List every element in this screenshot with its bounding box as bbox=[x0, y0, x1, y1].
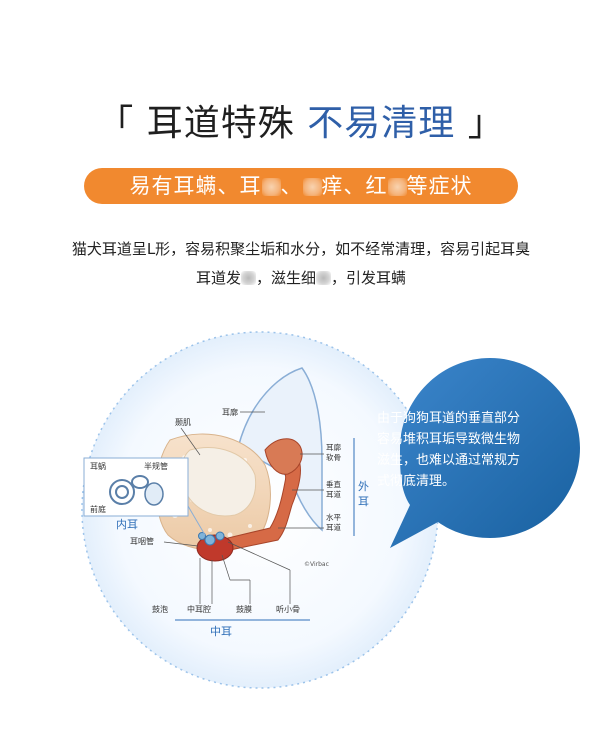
label-tympanic-cavity: 中耳腔 bbox=[187, 604, 211, 614]
label-ossicles: 听小骨 bbox=[276, 605, 300, 614]
censor-blur bbox=[316, 271, 331, 285]
label-eustachian: 耳咽管 bbox=[130, 536, 154, 546]
censor-blur bbox=[261, 178, 281, 196]
info-bubble bbox=[390, 358, 580, 548]
censor-blur bbox=[387, 178, 407, 196]
label-outer-ear-2: 耳 bbox=[358, 495, 369, 508]
desc-seg-b: ，滋生细 bbox=[255, 269, 316, 287]
label-inner-ear: 内耳 bbox=[116, 517, 138, 531]
censor-blur bbox=[302, 178, 322, 196]
ossicles bbox=[204, 534, 216, 546]
desc-seg-a: 耳道发 bbox=[195, 269, 241, 287]
label-pinna: 耳廓 bbox=[222, 407, 238, 417]
label-horizontal-2: 耳道 bbox=[326, 522, 341, 532]
title-part1: 耳道特殊 bbox=[146, 103, 295, 144]
desc-seg-c: ，引发耳螨 bbox=[331, 269, 407, 287]
info-bubble-text: 由于狗狗耳道的垂直部分 容易堆积耳垢导致微生物 滋生，也难以通过常规方 式彻底清… bbox=[377, 408, 567, 492]
censor-blur bbox=[240, 271, 256, 285]
label-vestibule: 前庭 bbox=[90, 504, 106, 514]
label-outer-ear-1: 外 bbox=[358, 480, 369, 493]
ear-anatomy-diagram: 耳蜗 半规管 前庭 内耳 颞肌 耳廓 耳廓 软骨 垂直 耳道 水平 耳道 外 耳… bbox=[81, 331, 580, 689]
label-vertical-1: 垂直 bbox=[326, 479, 341, 489]
symptom-seg3: 痒、红 bbox=[321, 174, 388, 198]
symptom-banner: 易有耳螨、耳、痒、红等症状 bbox=[84, 168, 518, 204]
description-line2: 耳道发 ，滋生细 ，引发耳螨 bbox=[0, 268, 602, 288]
bubble-line-4: 式彻底清理。 bbox=[377, 474, 456, 489]
label-skull: 颞肌 bbox=[175, 418, 191, 427]
symptom-seg4: 等症状 bbox=[406, 174, 473, 198]
page-title: 「 耳道特殊 不易清理 」 bbox=[0, 102, 602, 146]
label-eardrum: 鼓膜 bbox=[236, 604, 252, 614]
title-open-bracket: 「 bbox=[97, 103, 135, 144]
label-semicircular: 半规管 bbox=[144, 461, 168, 471]
label-bulla: 鼓泡 bbox=[152, 604, 168, 614]
title-close-bracket: 」 bbox=[467, 103, 505, 144]
description-line1: 猫犬耳道呈L形，容易积聚尘垢和水分，如不经常清理，容易引起耳臭 bbox=[71, 240, 531, 258]
title-part2: 不易清理 bbox=[307, 103, 456, 144]
bubble-line-3: 滋生，也难以通过常规方 bbox=[377, 453, 521, 468]
pinna-cartilage bbox=[264, 438, 303, 475]
symptom-seg2: 、 bbox=[280, 174, 303, 198]
label-cochlea: 耳蜗 bbox=[90, 461, 106, 471]
cochlea-icon bbox=[109, 475, 164, 506]
label-horizontal-1: 水平 bbox=[326, 512, 341, 522]
label-cartilage-2: 软骨 bbox=[326, 452, 341, 462]
bubble-line-1: 由于狗狗耳道的垂直部分 bbox=[377, 411, 521, 426]
label-cartilage-1: 耳廓 bbox=[326, 442, 341, 452]
symptom-seg1: 易有耳螨、耳 bbox=[129, 174, 262, 198]
credit-text: ©Virbac bbox=[304, 561, 329, 568]
label-middle-ear: 中耳 bbox=[210, 625, 232, 638]
bubble-line-2: 容易堆积耳垢导致微生物 bbox=[377, 432, 521, 447]
label-vertical-2: 耳道 bbox=[326, 489, 341, 499]
